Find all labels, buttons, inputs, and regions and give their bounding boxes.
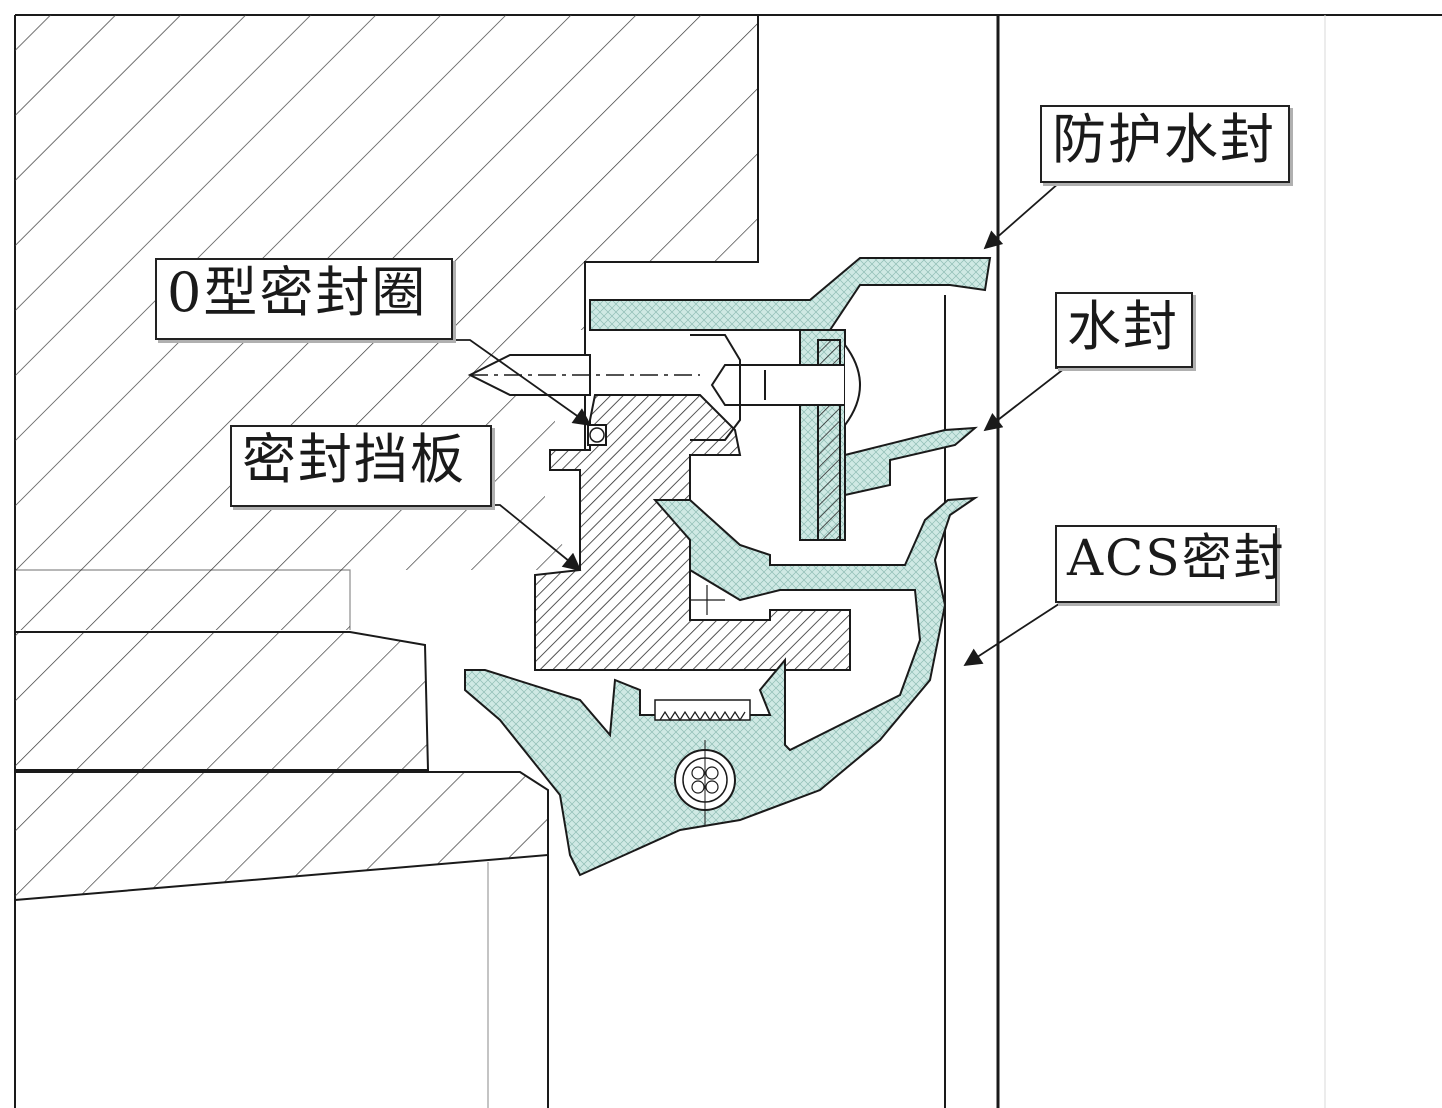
water-seal-lip [844, 426, 978, 497]
label-protective-water-seal: 防护水封 [1040, 105, 1290, 183]
screw-assembly [690, 329, 861, 541]
seal-baffle [534, 394, 851, 671]
label-water-seal: 水封 [1055, 292, 1193, 368]
label-acs-seal: ACS密封 [1055, 525, 1284, 603]
label-seal-baffle: 密封挡板 [230, 425, 492, 507]
bolt-left [467, 354, 700, 396]
lower-block-hatched [14, 771, 549, 1108]
cable-core [674, 740, 736, 825]
label-o-ring: 0型密封圈 [155, 258, 453, 340]
middle-block-hatched [15, 631, 430, 771]
acs-seal-profile [464, 496, 979, 877]
o-ring [589, 427, 605, 443]
protective-seal-strip [589, 257, 992, 331]
